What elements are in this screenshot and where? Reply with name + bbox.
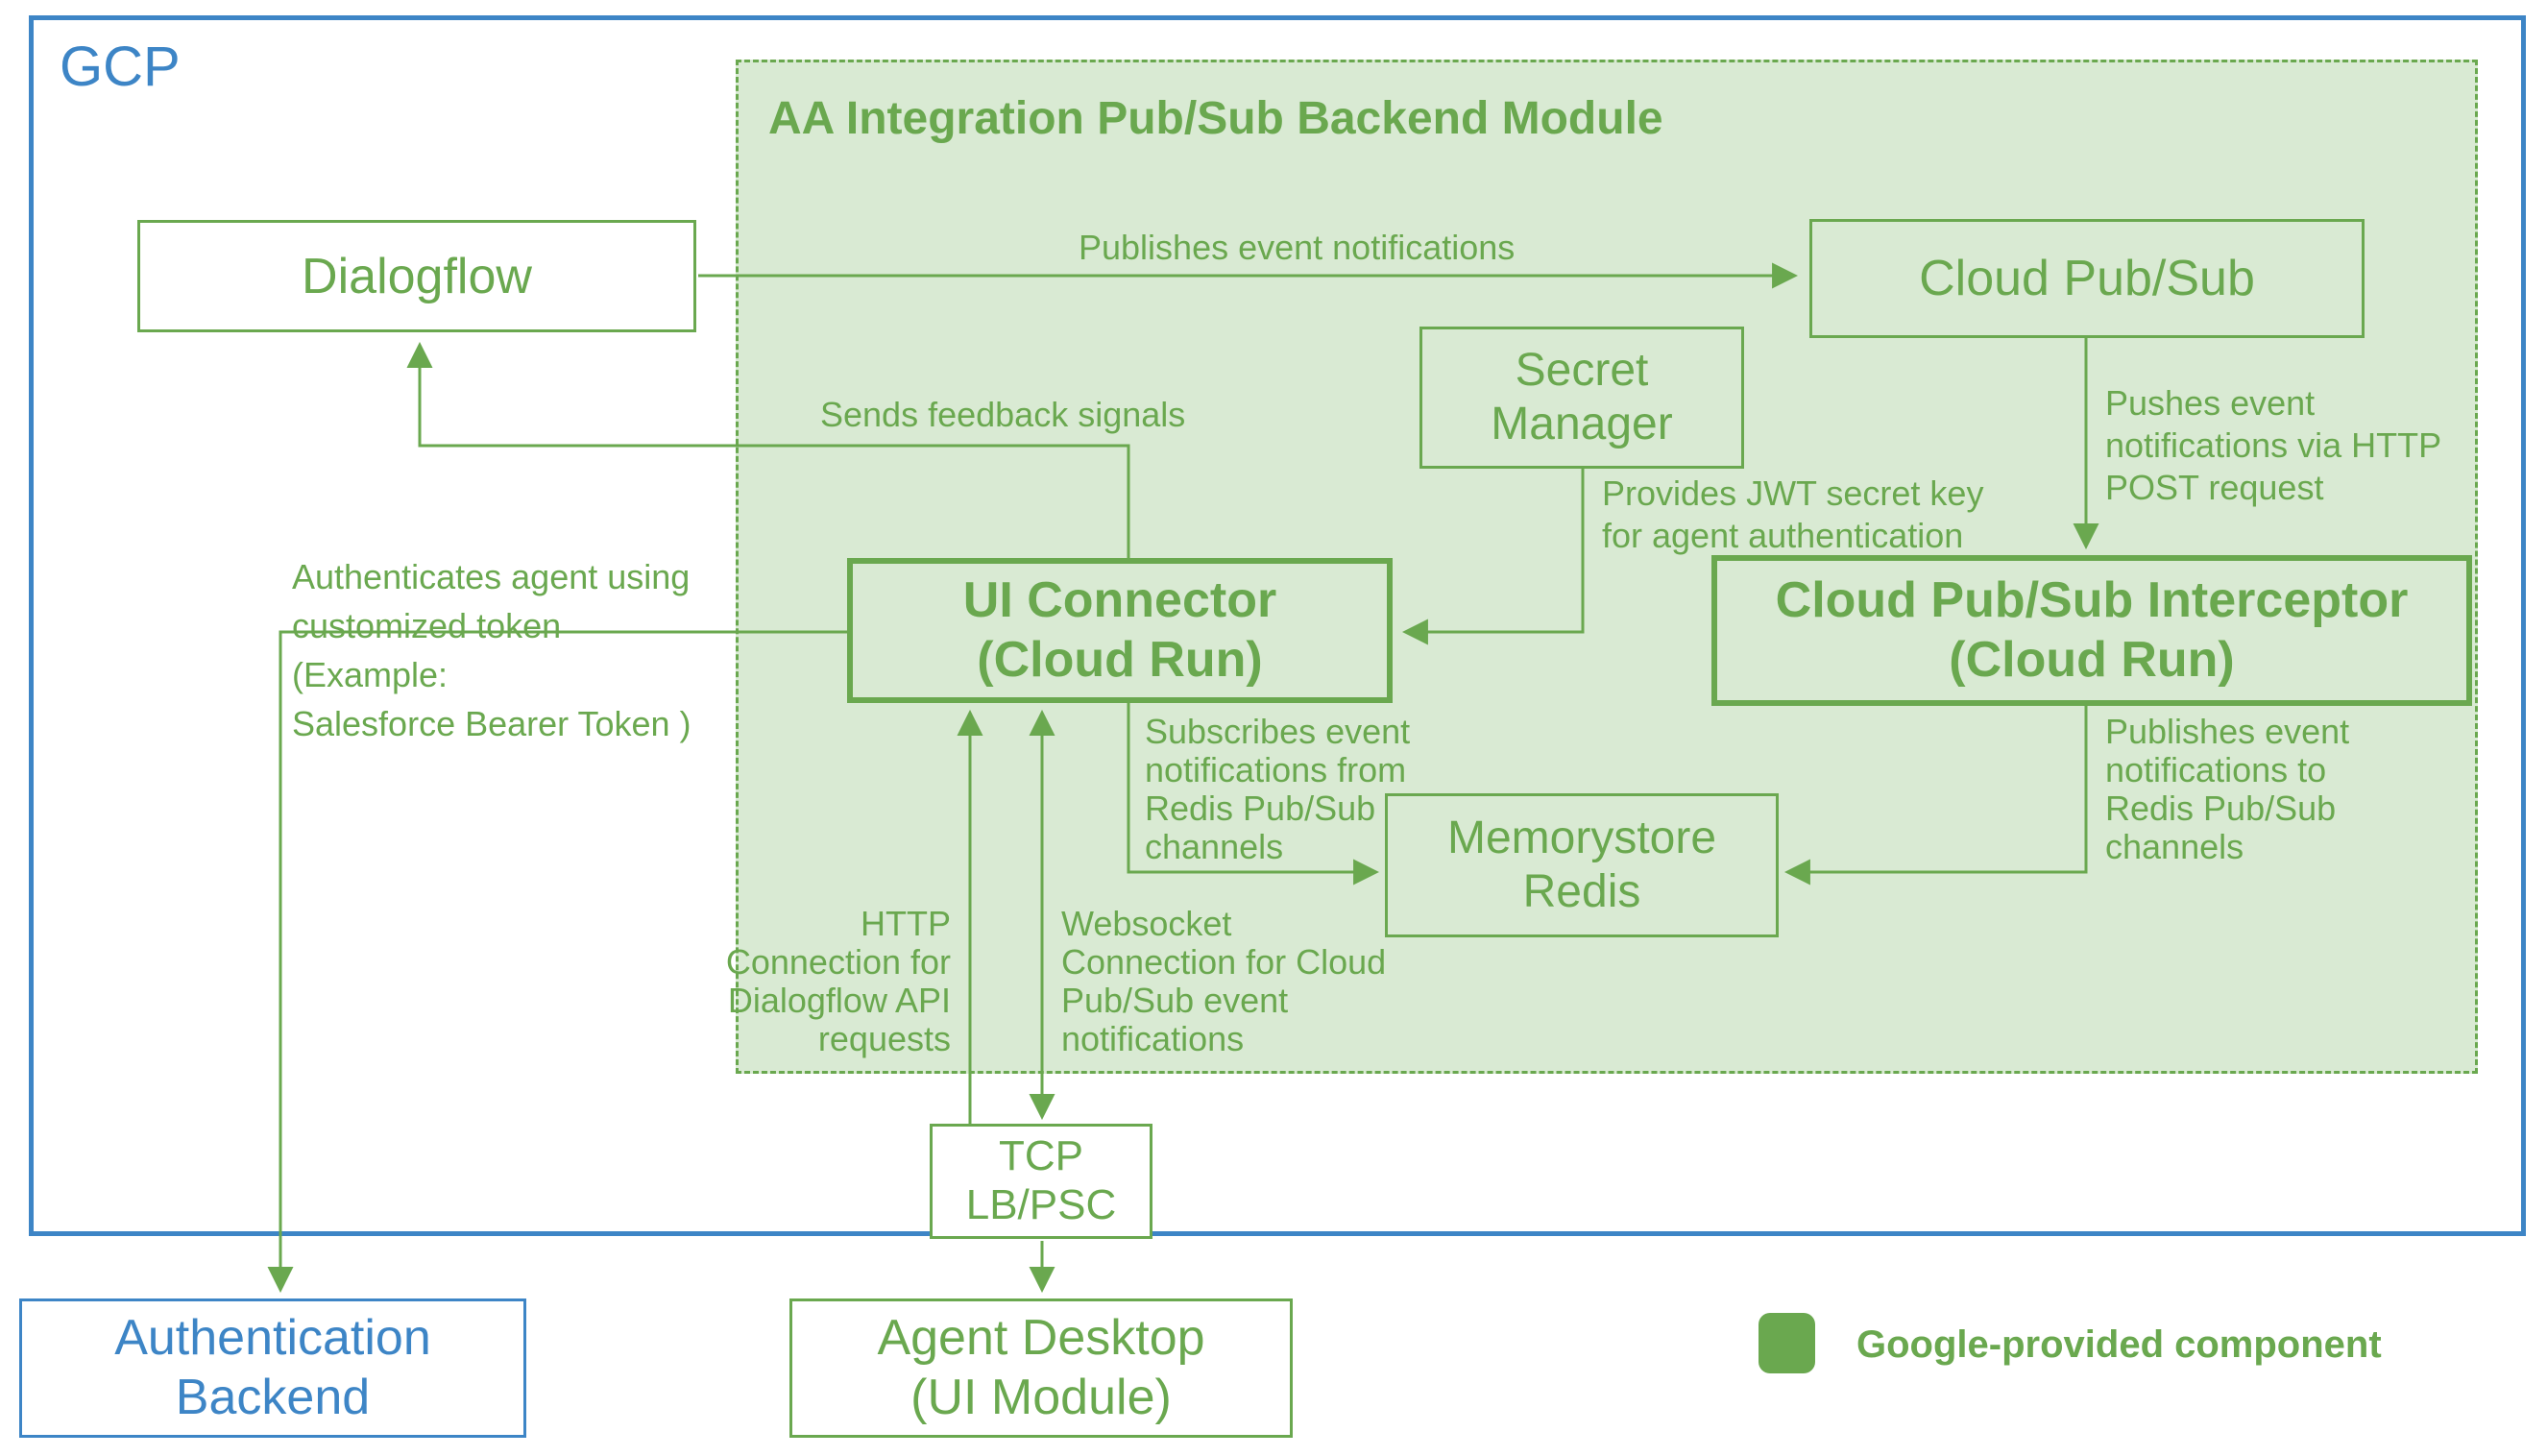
node-memorystore-redis: Memorystore Redis bbox=[1385, 793, 1779, 937]
edge-sends-feedback-arrow bbox=[406, 341, 1130, 558]
node-dialogflow: Dialogflow bbox=[137, 220, 696, 332]
label-provides-jwt: Provides JWT secret key for agent authen… bbox=[1602, 473, 1984, 555]
node-pubsub-interceptor-label: Cloud Pub/Sub Interceptor (Cloud Run) bbox=[1775, 572, 2409, 688]
node-memorystore-redis-label: Memorystore Redis bbox=[1446, 813, 1717, 917]
node-secret-manager-label: Secret Manager bbox=[1491, 345, 1673, 449]
label-publishes-redis: Publishes event notifications to Redis P… bbox=[2105, 712, 2350, 866]
label-authenticates-agent: Authenticates agent using customized tok… bbox=[292, 557, 691, 743]
node-agent-desktop-label: Agent Desktop (UI Module) bbox=[877, 1310, 1205, 1425]
node-dialogflow-label: Dialogflow bbox=[302, 248, 532, 304]
node-authentication-backend-label: Authentication Backend bbox=[114, 1310, 431, 1425]
pubsub-backend-module-box bbox=[736, 60, 2478, 1074]
edge-publishes-redis-arrow bbox=[1783, 706, 2088, 886]
node-agent-desktop: Agent Desktop (UI Module) bbox=[789, 1298, 1293, 1438]
node-tcp-lb-psc: TCP LB/PSC bbox=[930, 1124, 1152, 1239]
edge-subscribes-arrow bbox=[1127, 703, 1380, 886]
node-pubsub-interceptor: Cloud Pub/Sub Interceptor (Cloud Run) bbox=[1711, 555, 2472, 706]
node-cloud-pubsub-label: Cloud Pub/Sub bbox=[1919, 251, 2255, 306]
label-pushes-event: Pushes event notifications via HTTP POST… bbox=[2105, 383, 2442, 507]
label-sends-feedback: Sends feedback signals bbox=[820, 395, 1186, 434]
label-publishes-event: Publishes event notifications bbox=[1079, 228, 1516, 267]
node-cloud-pubsub: Cloud Pub/Sub bbox=[1809, 219, 2365, 338]
gcp-boundary-box bbox=[29, 15, 2526, 1236]
pubsub-backend-module-title: AA Integration Pub/Sub Backend Module bbox=[768, 93, 1663, 144]
edge-authenticates-arrow bbox=[267, 630, 847, 1294]
label-subscribes-event: Subscribes event notifications from Redi… bbox=[1145, 712, 1411, 866]
legend-google-component-swatch bbox=[1759, 1313, 1815, 1373]
gcp-label: GCP bbox=[60, 36, 181, 98]
node-ui-connector-label: UI Connector (Cloud Run) bbox=[962, 572, 1277, 688]
label-http-connection: HTTP Connection for Dialogflow API reque… bbox=[725, 904, 951, 1058]
edge-provides-jwt-arrow bbox=[1401, 469, 1585, 645]
label-websocket-connection: Websocket Connection for Cloud Pub/Sub e… bbox=[1061, 904, 1387, 1058]
legend-google-component-label: Google-provided component bbox=[1856, 1323, 2382, 1366]
node-authentication-backend: Authentication Backend bbox=[19, 1298, 526, 1438]
node-tcp-lb-psc-label: TCP LB/PSC bbox=[965, 1132, 1117, 1228]
node-ui-connector: UI Connector (Cloud Run) bbox=[847, 558, 1393, 703]
node-secret-manager: Secret Manager bbox=[1419, 327, 1744, 469]
